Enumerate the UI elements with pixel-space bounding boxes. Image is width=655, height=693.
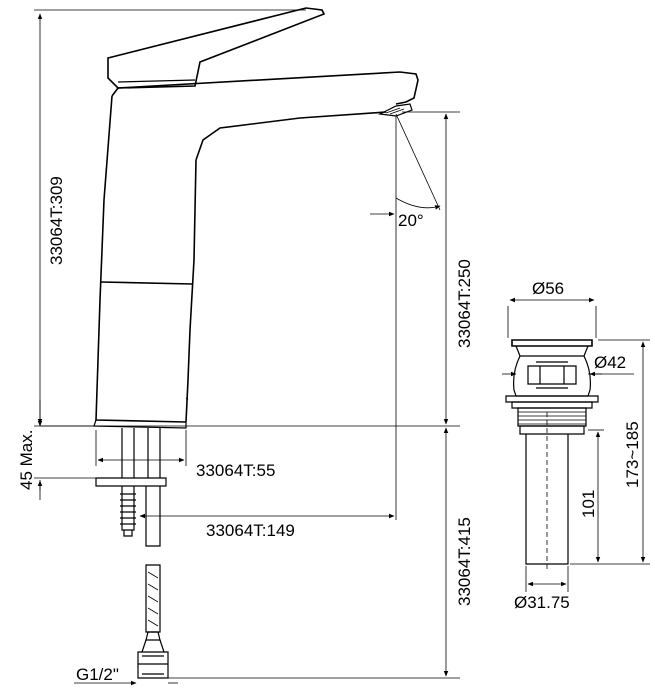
label-hose-length: 33064T:415 [455,517,474,606]
drain-assembly [505,339,599,570]
drain-dimension-labels: Ø56 Ø42 Ø31.75 101 173~185 [514,279,642,612]
label-cap-diameter: Ø56 [532,279,564,298]
label-flange-diameter: Ø42 [594,353,626,372]
label-spout-angle: 20° [398,211,424,230]
label-spout-reach: 33064T:149 [206,521,295,540]
label-thread: G1/2" [76,665,119,684]
label-length-101: 101 [579,490,598,518]
label-spout-height: 33064T:250 [455,259,474,348]
label-height-total: 33064T:309 [47,176,66,265]
label-body-width: 33064T:55 [196,461,275,480]
label-pipe-diameter: Ø31.75 [514,593,570,612]
mounting-assembly [95,428,169,679]
faucet-dimensions [34,9,460,686]
faucet-body [93,7,419,429]
drain-dimensions [502,297,650,592]
label-max-thickness: 45 Max. [17,430,36,490]
faucet-dimension-labels: 33064T:309 33064T:250 20° 45 Max. 33064T… [17,176,474,684]
label-length-range: 173~185 [623,421,642,488]
